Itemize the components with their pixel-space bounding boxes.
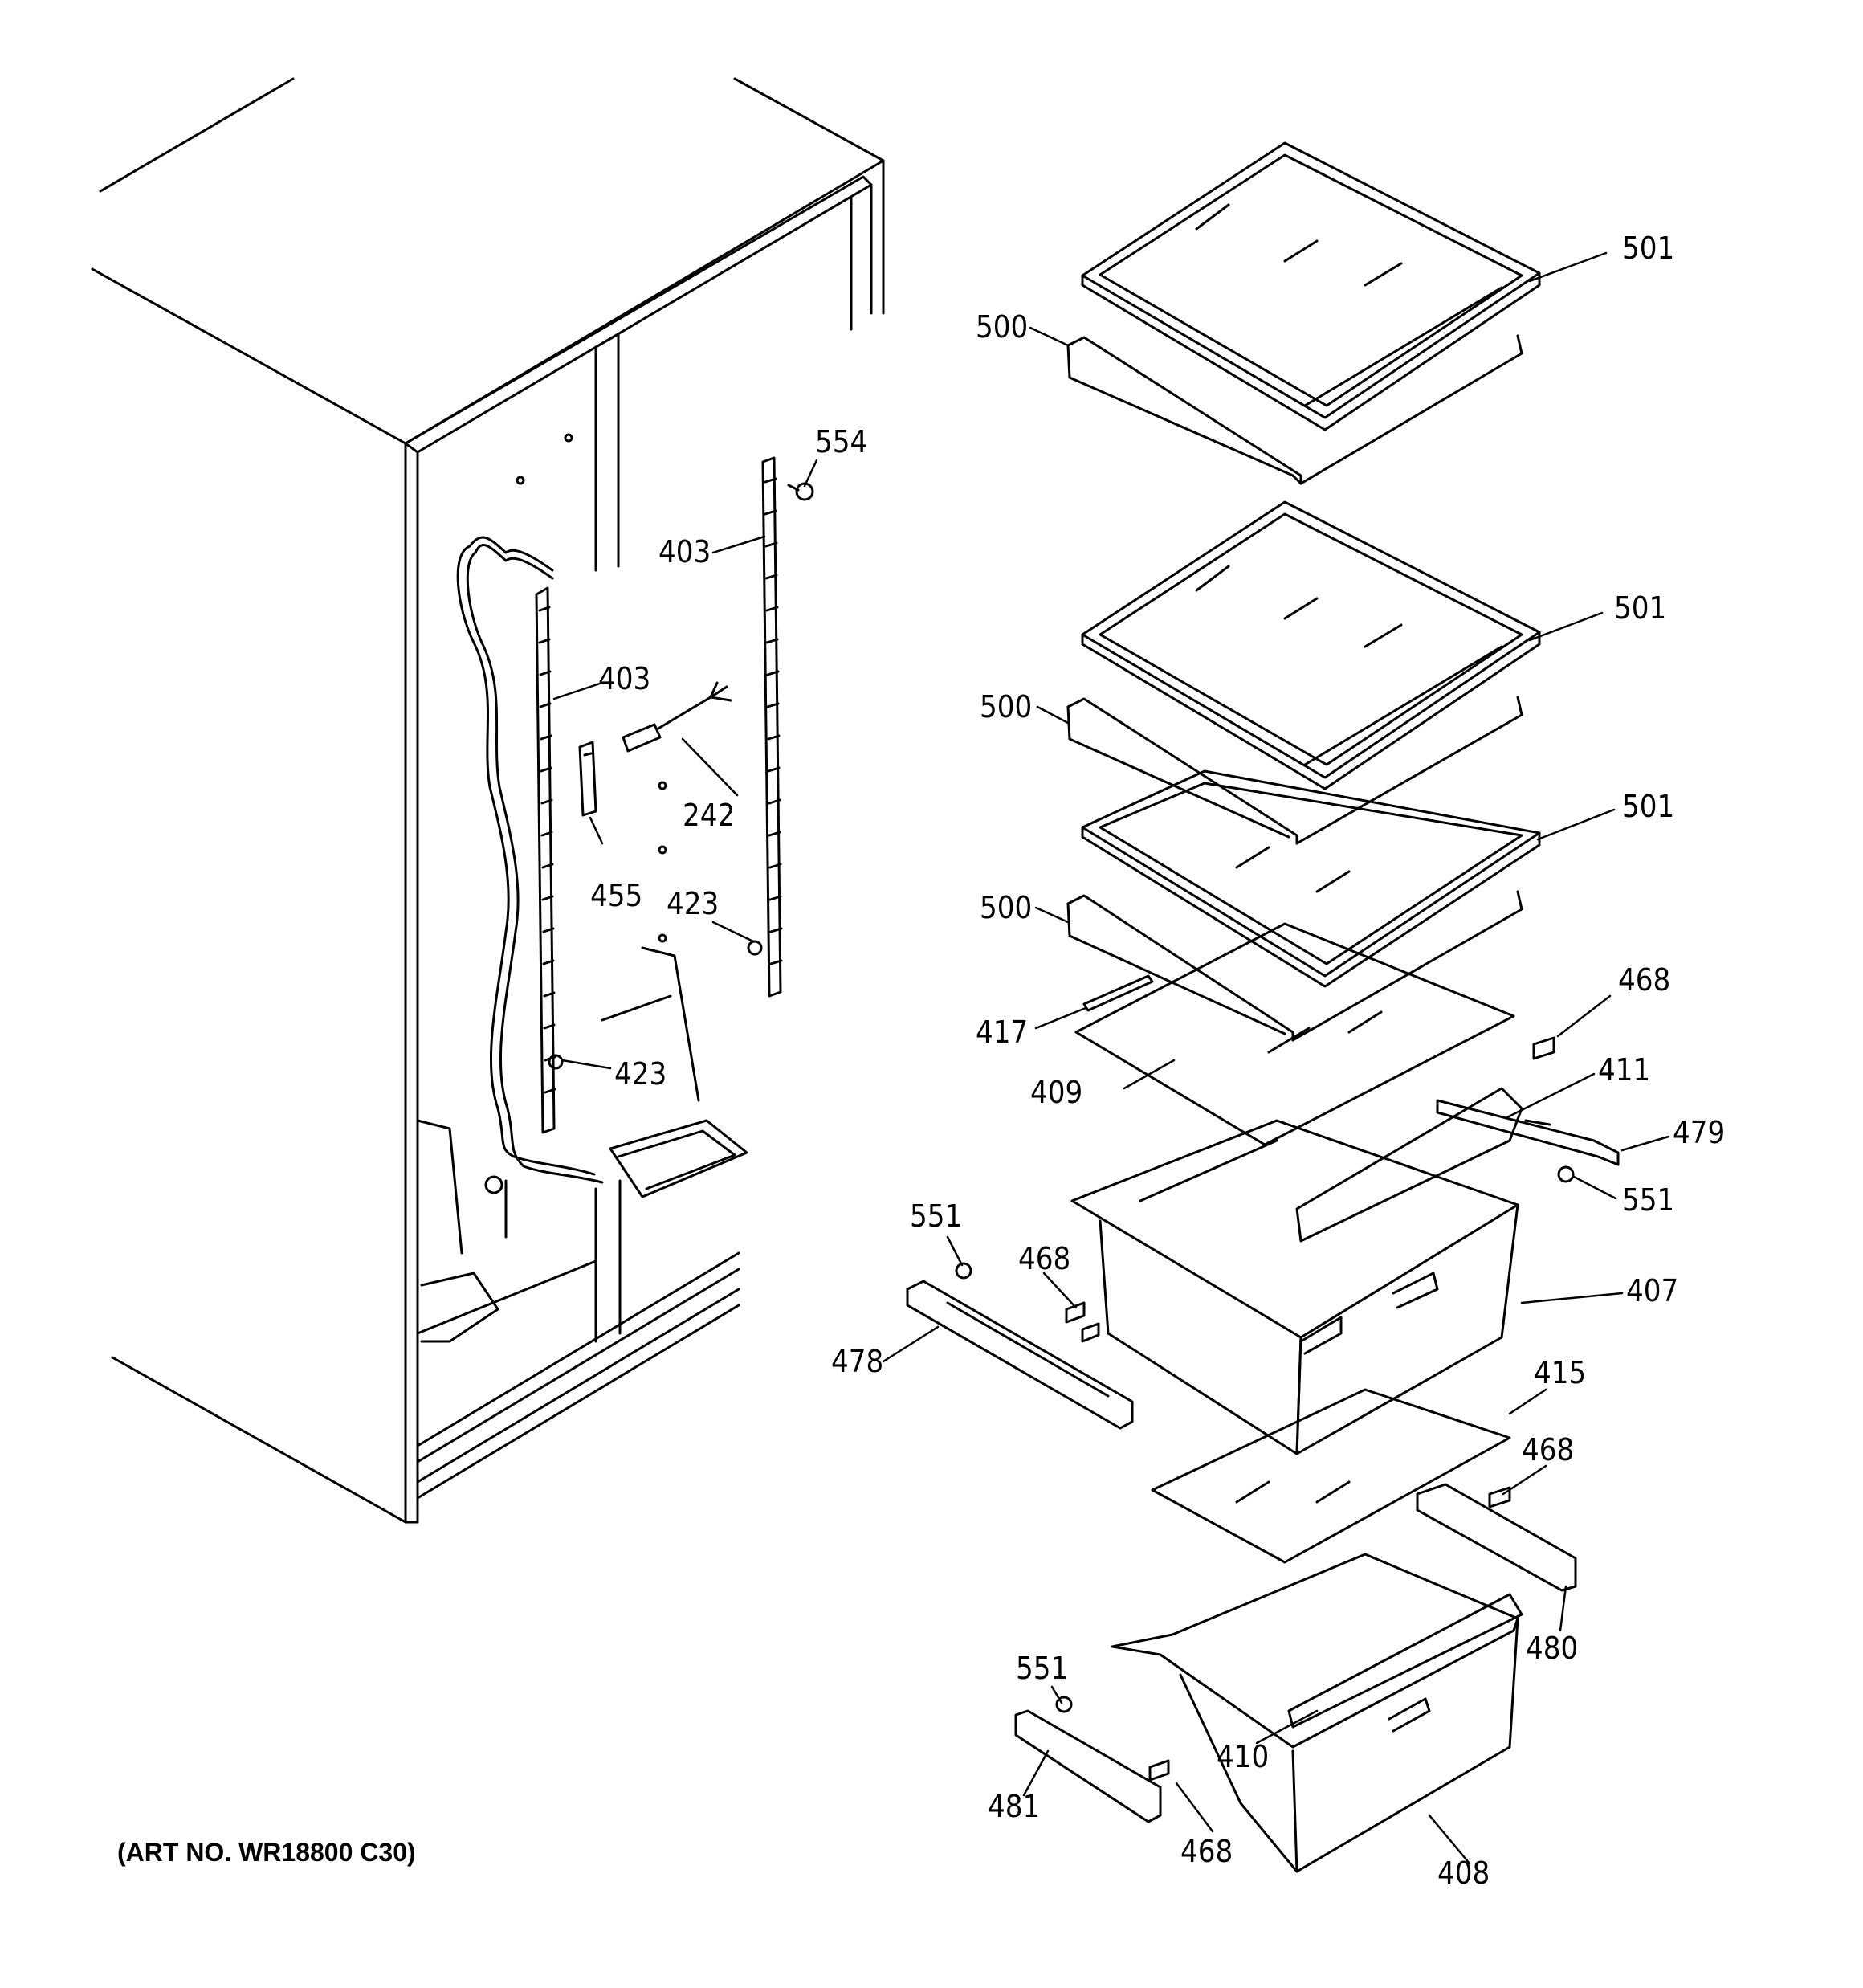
callout-468: 468 (1522, 1432, 1574, 1468)
stop-468-left-b (1081, 1322, 1100, 1343)
callout-417: 417 (976, 1014, 1028, 1050)
pan-handle-410 (1287, 1593, 1523, 1729)
callout-481: 481 (988, 1789, 1040, 1824)
shelf-3 (1066, 769, 1541, 1042)
callout-500: 500 (976, 309, 1028, 345)
callout-478: 478 (831, 1344, 883, 1379)
callout-403: 403 (598, 661, 650, 696)
stop-468-lower-left (1148, 1759, 1170, 1782)
callout-480: 480 (1526, 1631, 1578, 1666)
pan-408 (1111, 1553, 1523, 1873)
refrigerator-cabinet (91, 77, 885, 1524)
callout-468: 468 (1018, 1241, 1070, 1276)
callout-500: 500 (980, 689, 1032, 725)
pin-423-lower (548, 1054, 564, 1070)
callout-468: 468 (1180, 1834, 1233, 1869)
stop-468-lower-right (1488, 1486, 1511, 1508)
callout-415: 415 (1534, 1355, 1586, 1390)
screw-551-lower (1055, 1696, 1073, 1713)
callout-242: 242 (683, 798, 735, 833)
callout-410: 410 (1217, 1739, 1269, 1774)
callout-455: 455 (590, 878, 642, 913)
callout-500: 500 (980, 890, 1032, 925)
trim-417 (1082, 974, 1154, 1012)
glass-cover-415 (1151, 1388, 1511, 1564)
callout-551: 551 (1622, 1182, 1674, 1218)
pan-407 (1070, 1119, 1519, 1455)
art-number-caption: (ART NO. WR18800 C30) (117, 1838, 416, 1867)
callouts: 501 500 554 403 403 242 455 423 423 501 … (590, 231, 1725, 1891)
stop-468-left-a (1065, 1301, 1086, 1324)
glass-cover-409 (1074, 922, 1515, 1146)
callout-403: 403 (658, 534, 711, 569)
callout-408: 408 (1437, 1855, 1490, 1891)
callout-501: 501 (1614, 590, 1666, 626)
callout-423: 423 (667, 886, 719, 921)
callout-501: 501 (1622, 789, 1674, 824)
shelf-2 (1066, 500, 1541, 845)
callout-554: 554 (815, 424, 867, 459)
stop-468-upper (1532, 1036, 1555, 1060)
callout-407: 407 (1626, 1273, 1678, 1308)
slide-478 (906, 1280, 1134, 1430)
leader-lines (552, 251, 1670, 1865)
shelf-1 (1066, 141, 1541, 485)
screw-551-right (1557, 1165, 1575, 1183)
slide-479 (1436, 1099, 1620, 1166)
shelf-ladder-right (761, 456, 783, 998)
callout-411: 411 (1598, 1052, 1650, 1088)
callout-551: 551 (910, 1198, 962, 1234)
shelf-ladder-left (535, 586, 556, 1134)
pin-423-upper (747, 940, 763, 956)
callout-479: 479 (1673, 1115, 1725, 1150)
light-socket-242 (622, 681, 732, 753)
screw-551-left (955, 1262, 972, 1280)
callout-551: 551 (1016, 1651, 1068, 1686)
callout-423: 423 (614, 1056, 667, 1092)
callout-409: 409 (1030, 1075, 1082, 1110)
bracket-455 (578, 741, 597, 817)
callout-468: 468 (1618, 962, 1670, 998)
slide-481 (1014, 1709, 1162, 1823)
callout-501: 501 (1622, 231, 1674, 266)
screw-554 (787, 482, 814, 501)
slide-480 (1416, 1483, 1577, 1592)
